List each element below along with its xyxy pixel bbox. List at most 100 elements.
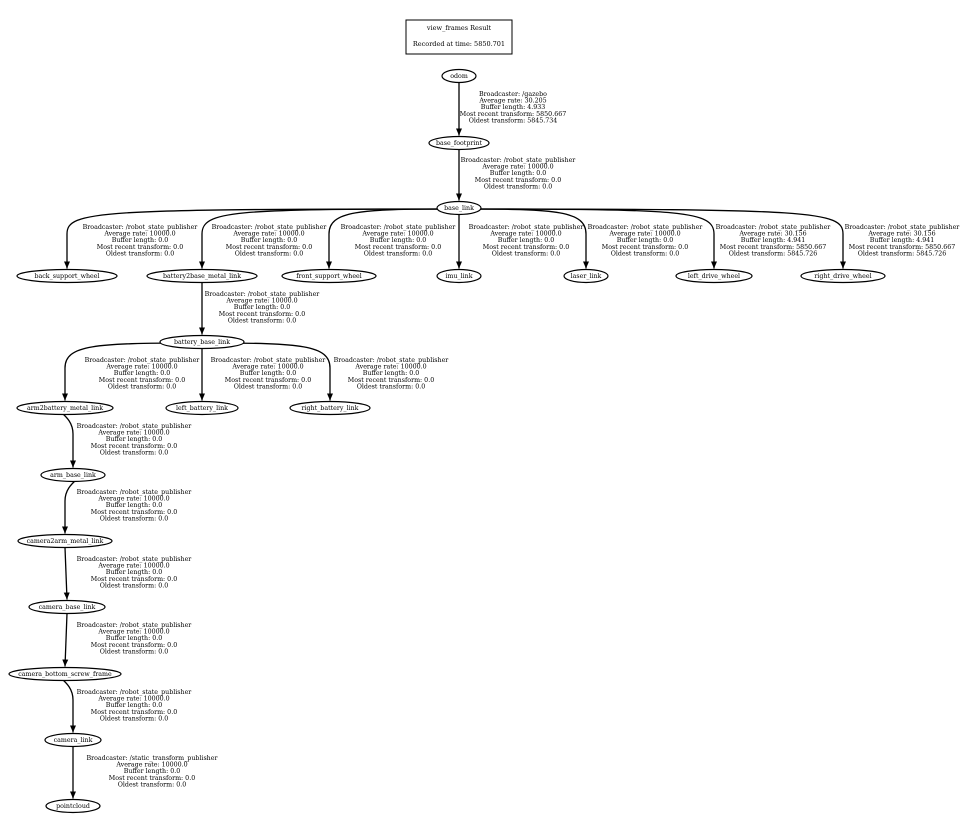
frame-node-camera_bottom_screw_frame[interactable]: camera_bottom_screw_frame xyxy=(8,666,122,682)
edge-label-line: Most recent transform: 0.0 xyxy=(355,244,441,251)
frame-node-odom[interactable]: odom xyxy=(441,68,477,84)
edge-label-line: Most recent transform: 0.0 xyxy=(99,377,185,384)
frame-node-label: camera_link xyxy=(54,737,93,744)
frame-node-arm_base_link[interactable]: arm_base_link xyxy=(40,467,106,483)
edge-label-line: Oldest transform: 0.0 xyxy=(100,515,169,522)
edge-label-line: Buffer length: 0.0 xyxy=(106,702,162,709)
edge-label-line: Broadcaster: /robot_state_publisher xyxy=(845,224,961,231)
frame-node-battery_base_link[interactable]: battery_base_link xyxy=(159,334,245,350)
edge-label-line: Average rate: 10000.0 xyxy=(97,696,169,703)
edge-label-line: Buffer length: 0.0 xyxy=(114,370,170,377)
edge-label-line: Buffer length: 0.0 xyxy=(106,436,162,443)
header-box: view_frames Result Recorded at time: 585… xyxy=(405,19,513,55)
frame-node-base_footprint[interactable]: base_footprint xyxy=(428,135,490,151)
edge-label-line: Average rate: 10000.0 xyxy=(97,629,169,636)
frame-node-left_drive_wheel[interactable]: left_drive_wheel xyxy=(675,268,753,284)
edge-camera2arm_metal_link-to-camera_base_link xyxy=(63,547,70,600)
frame-node-pointcloud[interactable]: pointcloud xyxy=(45,798,101,814)
edge-battery_base_link-to-arm2battery_metal_link xyxy=(62,342,195,401)
edge-label-line: Broadcaster: /robot_state_publisher xyxy=(341,224,457,231)
frame-node-label: camera_base_link xyxy=(39,604,96,611)
frame-node-imu_link[interactable]: imu_link xyxy=(436,268,482,284)
edge-label-line: Broadcaster: /gazebo xyxy=(479,91,547,98)
edge-label-line: Oldest transform: 0.0 xyxy=(106,250,175,257)
frame-node-label: imu_link xyxy=(445,273,472,280)
edge-label-line: Most recent transform: 0.0 xyxy=(91,443,177,450)
edge-label-line: Buffer length: 0.0 xyxy=(498,237,554,244)
frame-node-right_battery_link[interactable]: right_battery_link xyxy=(289,400,371,416)
frame-node-battery2base_metal_link[interactable]: battery2base_metal_link xyxy=(146,268,258,284)
edge-label-line: Broadcaster: /robot_state_publisher xyxy=(77,689,193,696)
edge-base_link-to-back_support_wheel xyxy=(64,208,452,269)
edge-label-line: Most recent transform: 0.0 xyxy=(483,244,569,251)
frame-node-back_support_wheel[interactable]: back_support_wheel xyxy=(16,268,118,284)
header-title: view_frames Result xyxy=(426,24,492,32)
edge-label-line: Buffer length: 0.0 xyxy=(241,237,297,244)
edge-label-line: Oldest transform: 0.0 xyxy=(234,383,303,390)
edge-label-line: Broadcaster: /robot_state_publisher xyxy=(588,224,704,231)
edge-label-line: Broadcaster: /robot_state_publisher xyxy=(461,157,577,164)
edge-label-line: Oldest transform: 0.0 xyxy=(100,449,169,456)
header-recorded-time: Recorded at time: 5850.701 xyxy=(413,40,505,48)
edge-label-line: Average rate: 10000.0 xyxy=(97,496,169,503)
frame-node-label: battery_base_link xyxy=(174,339,230,346)
edge-base_link-to-battery2base_metal_link xyxy=(199,208,452,269)
frame-node-label: base_footprint xyxy=(436,140,482,147)
frame-node-right_drive_wheel[interactable]: right_drive_wheel xyxy=(800,268,886,284)
edge-label-line: Most recent transform: 0.0 xyxy=(602,244,688,251)
edge-label-line: Average rate: 30.156 xyxy=(738,231,806,238)
frame-node-label: back_support_wheel xyxy=(34,273,99,280)
frame-node-label: arm_base_link xyxy=(50,472,96,479)
frame-node-ellipse xyxy=(289,400,371,416)
frame-node-ellipse xyxy=(675,268,753,284)
frame-node-arm2battery_metal_link[interactable]: arm2battery_metal_link xyxy=(16,400,114,416)
edge-label-line: Broadcaster: /robot_state_publisher xyxy=(85,357,201,364)
edge-label-line: Oldest transform: 0.0 xyxy=(100,648,169,655)
edge-label-line: Most recent transform: 0.0 xyxy=(91,709,177,716)
frame-node-label: camera_bottom_screw_frame xyxy=(18,671,112,678)
frame-node-camera2arm_metal_link[interactable]: camera2arm_metal_link xyxy=(17,533,113,549)
frame-node-ellipse xyxy=(16,268,118,284)
edge-label-line: Oldest transform: 5845.726 xyxy=(729,250,818,257)
edge-label-line: Broadcaster: /robot_state_publisher xyxy=(77,489,193,496)
edge-label-line: Broadcaster: /robot_state_publisher xyxy=(211,357,327,364)
edge-label-line: Oldest transform: 0.0 xyxy=(100,582,169,589)
frame-node-ellipse xyxy=(44,732,102,748)
nodes: odom base_footprint base_link back_support_… xyxy=(8,68,886,814)
edge-label-line: Average rate: 10000.0 xyxy=(232,231,304,238)
edge-label-line: Buffer length: 0.0 xyxy=(370,237,426,244)
frame-node-left_battery_link[interactable]: left_battery_link xyxy=(165,400,239,416)
frame-node-label: right_drive_wheel xyxy=(814,273,871,280)
edge-label-line: Buffer length: 0.0 xyxy=(240,370,296,377)
edge-label-line: Buffer length: 0.0 xyxy=(234,304,290,311)
edge-label-line: Buffer length: 4.933 xyxy=(481,104,545,111)
frame-node-front_support_wheel[interactable]: front_support_wheel xyxy=(281,268,377,284)
edge-label-line: Most recent transform: 0.0 xyxy=(226,244,312,251)
edge-label-line: Buffer length: 0.0 xyxy=(106,569,162,576)
edge-label-line: Average rate: 10000.0 xyxy=(97,563,169,570)
frame-node-ellipse xyxy=(441,68,477,84)
frame-node-ellipse xyxy=(436,268,482,284)
edge-label-line: Oldest transform: 0.0 xyxy=(611,250,680,257)
edge-label-line: Oldest transform: 0.0 xyxy=(492,250,561,257)
frame-node-base_link[interactable]: base_link xyxy=(436,200,482,216)
edge-camera_base_link-to-camera_bottom_screw_frame xyxy=(62,613,69,667)
frame-node-camera_link[interactable]: camera_link xyxy=(44,732,102,748)
edge-label-line: Most recent transform: 0.0 xyxy=(91,509,177,516)
frame-node-laser_link[interactable]: laser_link xyxy=(563,268,609,284)
frame-node-camera_base_link[interactable]: camera_base_link xyxy=(28,599,106,615)
edge-camera_bottom_screw_frame-to-camera_link xyxy=(59,674,76,733)
frame-node-ellipse xyxy=(800,268,886,284)
edge-label-line: Most recent transform: 5850.667 xyxy=(460,111,566,118)
